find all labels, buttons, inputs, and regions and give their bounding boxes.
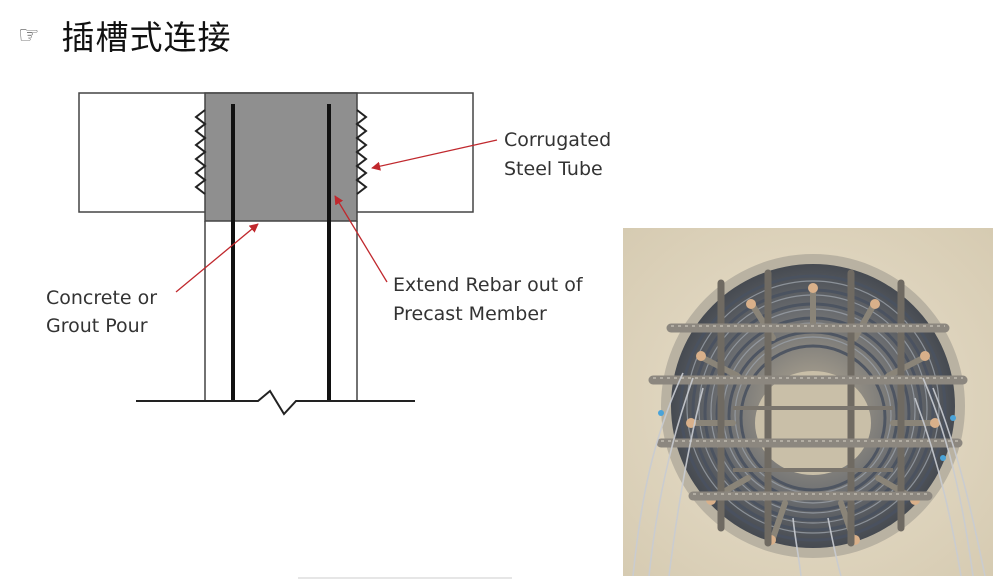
pointing-hand-icon: ☞: [18, 21, 40, 49]
connection-diagram: Corrugated Steel Tube Concrete or Grout …: [46, 92, 611, 416]
break-line: [136, 389, 415, 416]
arrow-corrugated: [371, 139, 498, 171]
arrow-concrete: [175, 223, 259, 293]
arrow-extend-rebar: [334, 195, 388, 283]
label-corrugated-line2: Steel Tube: [504, 158, 603, 180]
label-concrete-line1: Concrete or: [46, 287, 157, 309]
rebar-cage-photo: [623, 228, 993, 576]
title-text: 插槽式连接: [61, 18, 232, 57]
grout-fill: [204, 92, 358, 222]
label-extend-line1: Extend Rebar out of: [393, 274, 584, 296]
slide-title: ☞ 插槽式连接: [18, 10, 232, 60]
label-corrugated-line1: Corrugated: [504, 129, 611, 151]
label-concrete-line2: Grout Pour: [46, 315, 148, 337]
corrugated-wall-left: [194, 109, 207, 195]
bottom-divider: [298, 577, 512, 579]
label-extend-line2: Precast Member: [393, 303, 547, 325]
corrugated-wall-right: [355, 109, 368, 195]
